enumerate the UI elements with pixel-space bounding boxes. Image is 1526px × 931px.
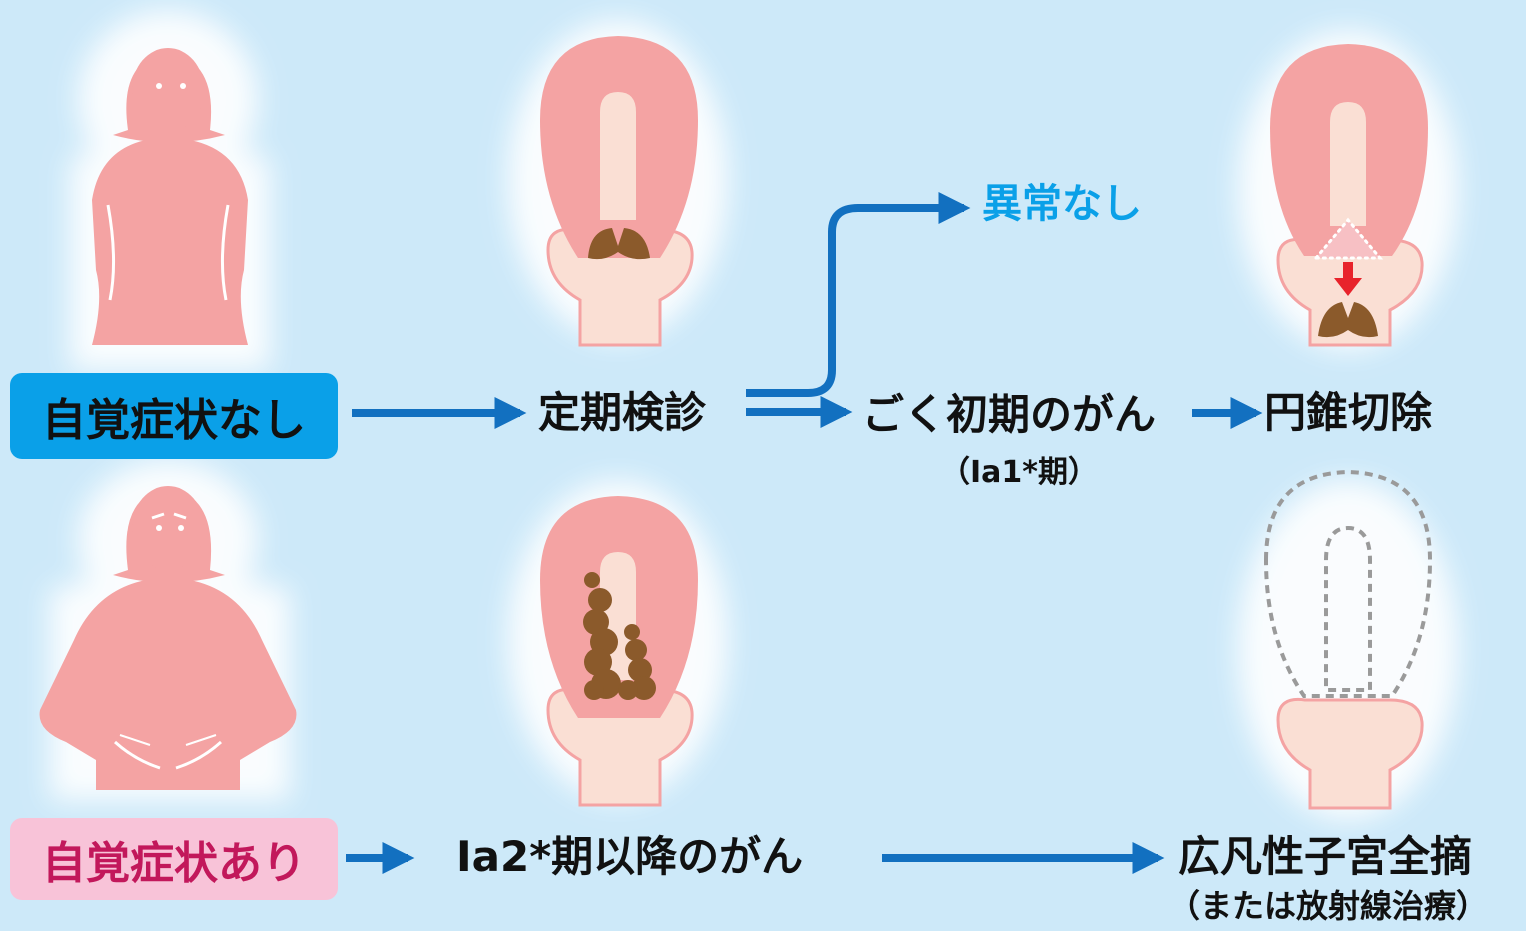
label-very-early-cancer: ごく初期のがん xyxy=(862,390,1157,439)
uterus-early-lesion-illustration xyxy=(508,20,728,347)
label-hysterectomy-alt: （または放射線治療） xyxy=(1168,887,1489,925)
label-conization: 円錐切除 xyxy=(1264,388,1433,437)
woman-worried-illustration xyxy=(39,460,297,800)
flow-arrows xyxy=(346,192,1263,874)
woman-calm-illustration xyxy=(70,10,270,370)
arrow-checkup-to-no-abnormality xyxy=(746,192,971,397)
label-hysterectomy: 広凡性子宮全摘 xyxy=(1178,832,1473,881)
label-checkup: 定期検診 xyxy=(538,388,707,437)
label-very-early-stage: （Ia1*期） xyxy=(940,455,1098,490)
badge-symptoms: 自覚症状あり xyxy=(10,818,338,900)
uterus-advanced-tumor-illustration xyxy=(508,480,728,807)
badge-no-symptoms: 自覚症状なし xyxy=(10,373,338,459)
uterus-conization-illustration xyxy=(1238,30,1458,350)
label-no-abnormality: 異常なし xyxy=(982,181,1142,227)
uterus-removed-illustration xyxy=(1238,469,1458,820)
label-later-cancer: Ia2*期以降のがん xyxy=(456,832,804,881)
